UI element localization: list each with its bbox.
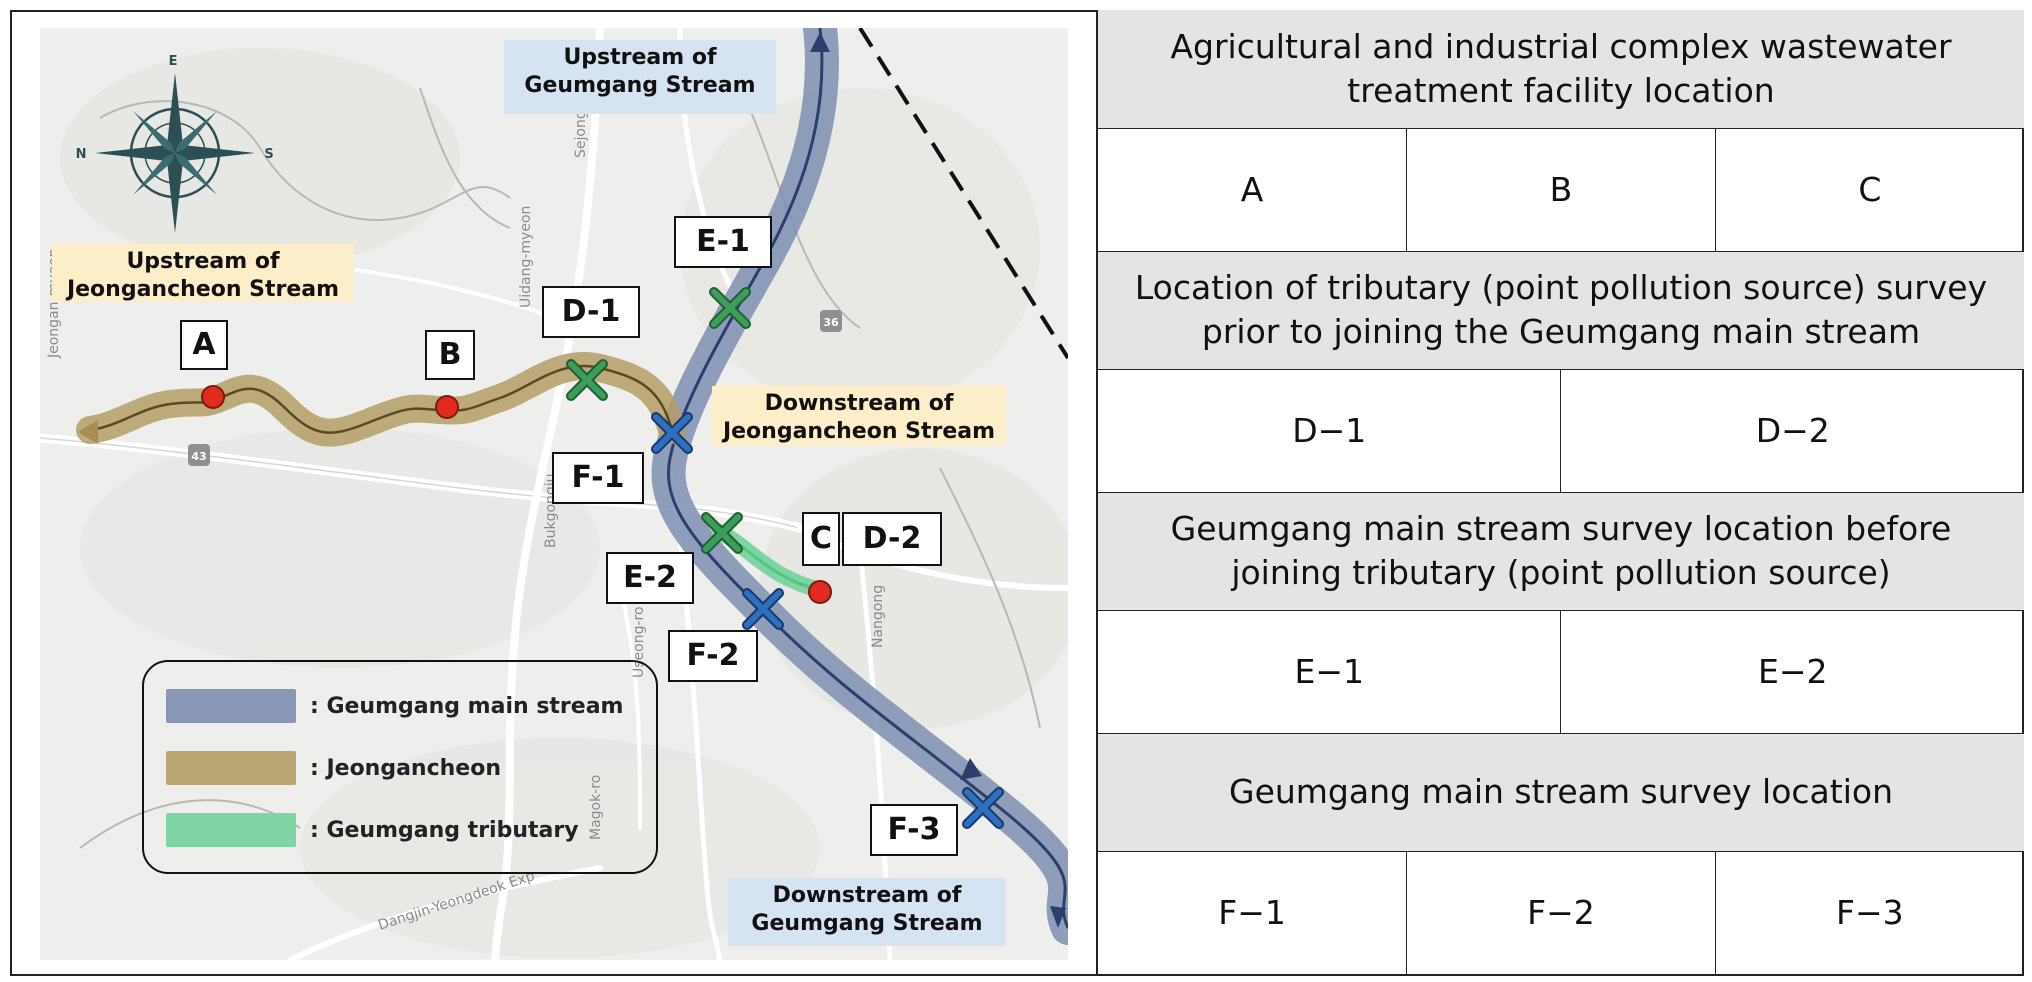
table-header-main-before: Geumgang main stream survey location bef… — [1098, 491, 2024, 611]
label-c: C — [802, 512, 840, 566]
label-f3: F-3 — [870, 804, 958, 856]
label-b: B — [425, 330, 475, 380]
table-header-main-survey: Geumgang main stream survey location — [1098, 732, 2024, 852]
svg-text:36: 36 — [823, 316, 839, 329]
table-header-wastewater: Agricultural and industrial complex wast… — [1098, 10, 2024, 129]
label-f2: F-2 — [668, 630, 758, 682]
table-cell-a: A — [1098, 127, 1408, 252]
road-label-uidang: Uidang-myeon — [518, 206, 534, 308]
map-panel: E N S Sejong-ro Uidang-myeon Jeongan-mye… — [40, 28, 1068, 960]
table-row: Geumgang main stream survey location bef… — [1098, 491, 2024, 611]
callout-downstream-geumgang: Downstream of Geumgang Stream — [728, 878, 1006, 946]
label-d2: D-2 — [842, 512, 942, 566]
callout-line: Upstream of — [126, 249, 280, 274]
marker-e1-cross[interactable] — [709, 287, 751, 329]
legend-swatch-main-stream — [166, 689, 296, 723]
route-shield-36: 36 — [820, 310, 842, 332]
table-row: Geumgang main stream survey location — [1098, 732, 2024, 852]
legend-row-jeongancheon: : Jeongancheon — [166, 750, 501, 786]
legend-label-main-stream: : Geumgang main stream — [310, 693, 624, 719]
legend-label-jeongancheon: : Jeongancheon — [310, 755, 501, 781]
table-cell-d1: D−1 — [1098, 368, 1562, 493]
table-cell-b: B — [1406, 127, 1716, 252]
callout-line: Jeongancheon Stream — [66, 276, 340, 302]
label-f1: F-1 — [552, 452, 644, 504]
compass-n-label: N — [76, 147, 87, 162]
callout-downstream-jeongancheon: Downstream of Jeongancheon Stream — [712, 386, 1006, 446]
table-cell-f3: F−3 — [1714, 850, 2024, 974]
geumgang-main-stream — [651, 28, 1068, 945]
svg-text:43: 43 — [191, 450, 206, 463]
compass-e-label: E — [169, 54, 178, 69]
table-row: F−1 F−2 F−3 — [1098, 850, 2024, 974]
road-label-magok: Magok-ro — [588, 775, 604, 840]
table-cell-e1: E−1 — [1098, 609, 1562, 734]
map-canvas: E N S Sejong-ro Uidang-myeon Jeongan-mye… — [40, 28, 1068, 960]
table-row: E−1 E−2 — [1098, 609, 2024, 734]
legend-swatch-jeongancheon — [166, 751, 296, 785]
label-d1: D-1 — [542, 286, 640, 338]
legend-label-tributary: : Geumgang tributary — [310, 817, 579, 843]
callout-line: Geumgang Stream — [524, 72, 756, 98]
marker-b-circle[interactable] — [435, 395, 459, 419]
callout-line: Upstream of — [563, 45, 717, 70]
callout-upstream-geumgang: Upstream of Geumgang Stream — [504, 40, 776, 114]
table-cell-f1: F−1 — [1098, 850, 1408, 974]
map-legend: : Geumgang main stream : Jeongancheon : … — [142, 660, 658, 874]
table-header-tributary: Location of tributary (point pollution s… — [1098, 250, 2024, 370]
table-row: Agricultural and industrial complex wast… — [1098, 10, 2024, 129]
table-row: Location of tributary (point pollution s… — [1098, 250, 2024, 370]
callout-line: Geumgang Stream — [751, 910, 983, 936]
marker-d1-cross[interactable] — [566, 359, 608, 401]
table-cell-d2: D−2 — [1560, 368, 2024, 493]
label-e1: E-1 — [674, 216, 772, 268]
marker-c-circle[interactable] — [808, 580, 832, 604]
table-row: A B C — [1098, 127, 2024, 252]
marker-f3-cross[interactable] — [962, 787, 1004, 829]
table-row: D−1 D−2 — [1098, 368, 2024, 493]
label-a: A — [180, 320, 228, 370]
legend-swatch-tributary — [166, 813, 296, 847]
boundary-dashed-line — [858, 28, 1068, 360]
table-cell-c: C — [1714, 127, 2024, 252]
table-cell-e2: E−2 — [1560, 609, 2024, 734]
marker-e2-cross[interactable] — [701, 512, 743, 554]
location-table-panel: Agricultural and industrial complex wast… — [1096, 10, 2024, 976]
marker-f2-cross[interactable] — [742, 588, 784, 630]
callout-upstream-jeongancheon: Upstream of Jeongancheon Stream — [52, 244, 354, 302]
legend-row-main-stream: : Geumgang main stream — [166, 688, 623, 724]
location-table: Agricultural and industrial complex wast… — [1098, 10, 2024, 974]
compass-rose-icon: E N S — [76, 54, 274, 233]
marker-f1-cross[interactable] — [651, 412, 693, 454]
table-cell-f2: F−2 — [1406, 850, 1716, 974]
legend-row-tributary: : Geumgang tributary — [166, 812, 579, 848]
callout-line: Downstream of — [764, 391, 954, 416]
callout-line: Jeongancheon Stream — [722, 418, 996, 444]
road-label-nangong: Nangong — [870, 585, 886, 648]
label-e2: E-2 — [606, 552, 694, 604]
jeongancheon-stream — [76, 352, 686, 447]
callout-line: Downstream of — [772, 883, 962, 908]
compass-s-label: S — [264, 147, 273, 162]
route-shield-43: 43 — [188, 444, 210, 466]
marker-a-circle[interactable] — [201, 385, 225, 409]
